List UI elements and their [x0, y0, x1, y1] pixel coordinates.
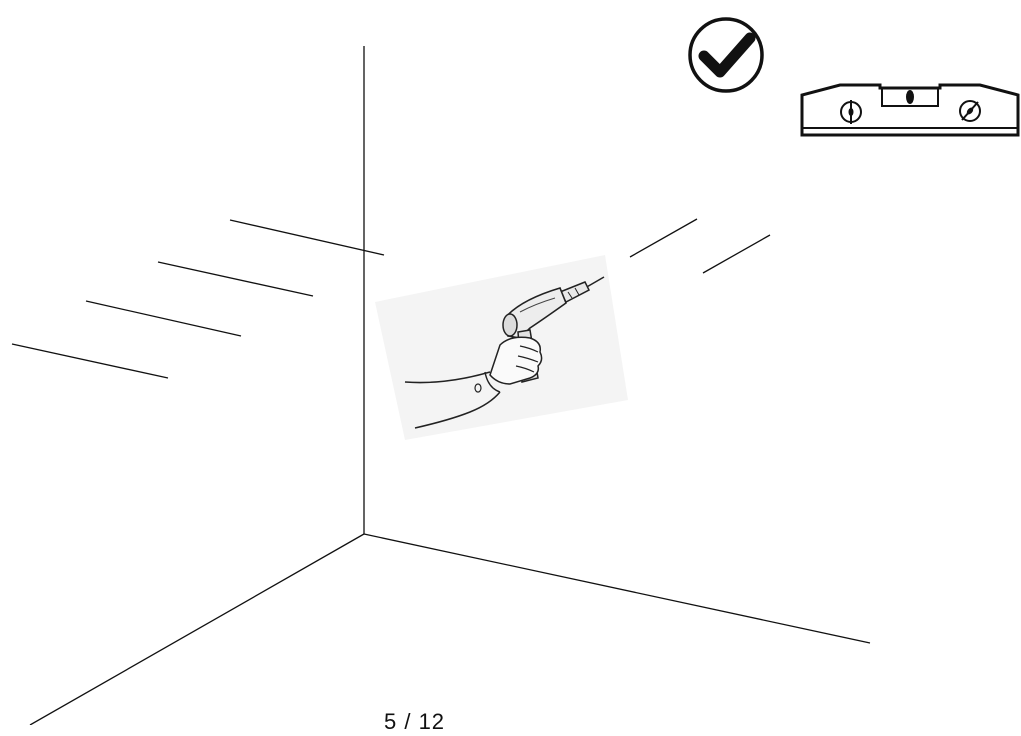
room-corner [29, 46, 871, 725]
spirit-level-icon [800, 83, 1020, 137]
wall-mark-3 [85, 300, 242, 337]
wall-mark-2 [157, 261, 314, 297]
wall-mark-6 [702, 234, 771, 274]
right-wall-marks [629, 218, 771, 274]
wall-mark-1 [229, 219, 385, 256]
checkmark-icon [688, 17, 764, 93]
wall-mark-5 [629, 218, 698, 258]
wall-mark-4 [11, 343, 169, 379]
page-number: 5 / 12 [384, 709, 446, 734]
power-drill-icon [375, 255, 628, 440]
floor-left-edge [29, 533, 365, 725]
floor-right-edge [363, 533, 871, 644]
left-wall-marks [11, 219, 385, 379]
